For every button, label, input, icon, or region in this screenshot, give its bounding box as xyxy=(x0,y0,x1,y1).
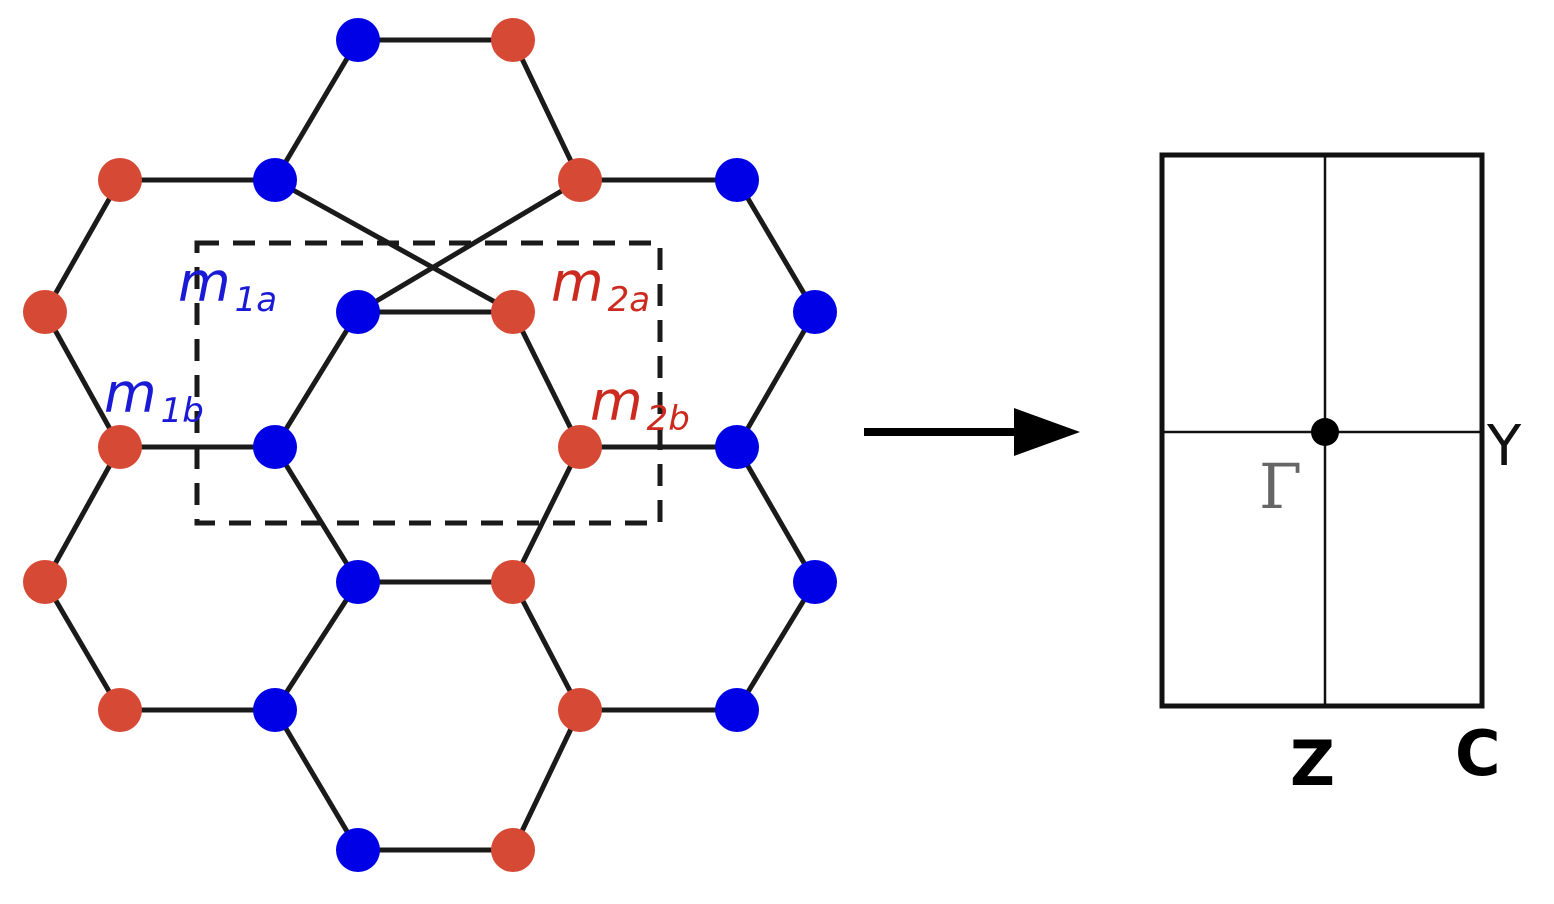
bond xyxy=(272,310,361,449)
label-m2a-sub: 2a xyxy=(608,280,650,320)
c-point-label: C xyxy=(1455,717,1501,790)
label-m1a-sub: 1a xyxy=(235,280,277,320)
bond xyxy=(272,38,361,182)
brillouin-zone-boundary xyxy=(1159,152,1485,709)
bond xyxy=(42,445,123,584)
bond xyxy=(272,445,361,584)
atom-sublattice-1 xyxy=(715,158,759,202)
label-m2a-main: m xyxy=(551,251,604,314)
atom-sublattice-2 xyxy=(23,290,67,334)
bond xyxy=(42,580,123,712)
label-m1b-main: m xyxy=(104,362,157,425)
atom-sublattice-2 xyxy=(98,158,142,202)
atom-sublattice-1 xyxy=(253,425,297,469)
bond xyxy=(734,445,818,584)
bond xyxy=(510,445,583,584)
bond xyxy=(273,177,515,315)
atom-sublattice-1 xyxy=(253,688,297,732)
atom-sublattice-2 xyxy=(558,688,602,732)
atom-sublattice-1 xyxy=(336,18,380,62)
bond xyxy=(734,178,818,314)
atom-sublattice-1 xyxy=(793,560,837,604)
atom-sublattice-2 xyxy=(491,828,535,872)
brillouin-zone: Γ Y Z C xyxy=(1159,152,1522,800)
atom-sublattice-2 xyxy=(98,688,142,732)
label-m2b-sub: 2b xyxy=(647,399,690,439)
atom-sublattice-2 xyxy=(23,560,67,604)
bond xyxy=(42,178,123,314)
atom-sublattice-1 xyxy=(793,290,837,334)
bond xyxy=(272,708,361,852)
atom-sublattice-1 xyxy=(336,290,380,334)
bond xyxy=(272,580,361,712)
atom-sublattice-1 xyxy=(715,425,759,469)
honeycomb-atoms xyxy=(23,18,837,872)
bond xyxy=(734,580,818,712)
atom-sublattice-1 xyxy=(715,688,759,732)
atom-sublattice-2 xyxy=(98,425,142,469)
atom-sublattice-2 xyxy=(558,158,602,202)
bond xyxy=(42,310,123,449)
y-point-label: Y xyxy=(1486,414,1522,479)
atom-sublattice-1 xyxy=(336,828,380,872)
honeycomb-bonds xyxy=(42,37,818,853)
label-m2b-main: m xyxy=(590,370,643,433)
label-m1b-sub: 1b xyxy=(161,391,204,431)
bond xyxy=(510,38,583,182)
right-arrow-icon xyxy=(864,408,1080,456)
atom-sublattice-2 xyxy=(491,560,535,604)
atom-sublattice-2 xyxy=(491,18,535,62)
atom-sublattice-1 xyxy=(336,560,380,604)
z-point-label: Z xyxy=(1290,727,1335,800)
label-m1a-main: m xyxy=(178,251,231,314)
bond xyxy=(734,310,818,449)
unit-cell-dashed-box xyxy=(194,240,663,526)
atom-sublattice-2 xyxy=(491,290,535,334)
bond xyxy=(356,177,582,315)
atom-sublattice-2 xyxy=(558,425,602,469)
bond xyxy=(510,310,583,449)
bond xyxy=(510,580,583,712)
gamma-point-marker xyxy=(1311,418,1339,446)
bond xyxy=(510,708,583,852)
gamma-label: Γ xyxy=(1259,450,1302,523)
atom-sublattice-1 xyxy=(253,158,297,202)
